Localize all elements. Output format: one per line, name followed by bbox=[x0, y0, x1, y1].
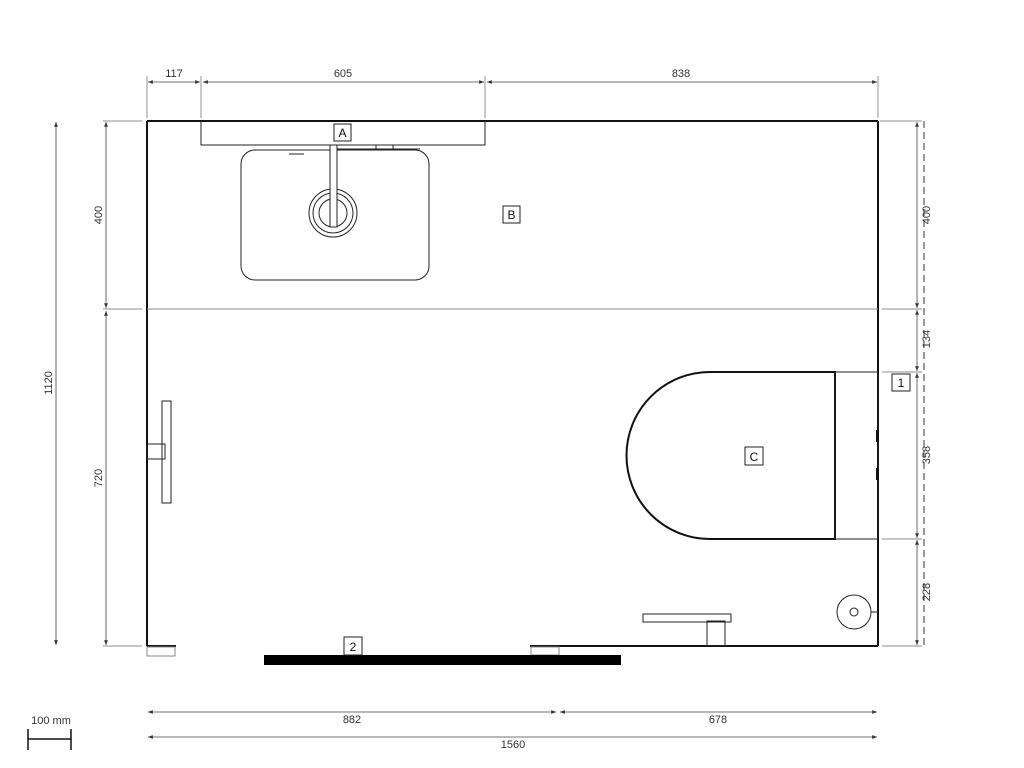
svg-text:B: B bbox=[507, 208, 515, 222]
door-leaf bbox=[264, 655, 621, 665]
svg-text:1: 1 bbox=[898, 376, 905, 390]
dim-838: 838 bbox=[672, 68, 690, 80]
svg-text:C: C bbox=[750, 450, 759, 464]
tag-vanity-zone: B bbox=[502, 205, 521, 224]
dim-720: 720 bbox=[93, 469, 105, 487]
dim-882: 882 bbox=[343, 714, 361, 726]
svg-text:A: A bbox=[338, 126, 346, 140]
towel-rail bbox=[642, 613, 732, 647]
dim-400-right: 400 bbox=[921, 206, 933, 224]
dim-134: 134 bbox=[921, 330, 933, 348]
tag-door-marker: 2 bbox=[343, 636, 363, 656]
bottom-dimensions: 882 678 1560 bbox=[148, 710, 877, 751]
tag-wc: C bbox=[744, 446, 764, 466]
tag-wall-marker: 1 bbox=[891, 373, 911, 392]
dim-1120: 1120 bbox=[43, 371, 55, 395]
wc bbox=[625, 371, 879, 540]
dim-117: 117 bbox=[165, 68, 183, 80]
room-walls bbox=[146, 120, 879, 657]
left-dimensions: 1120 400 720 bbox=[43, 120, 142, 647]
tag-vanity-top: A bbox=[333, 123, 352, 142]
basin bbox=[240, 144, 430, 281]
top-dimensions: 117 605 838 bbox=[146, 68, 879, 118]
scale-bar-label: 100 mm bbox=[31, 715, 71, 727]
dim-358: 358 bbox=[921, 446, 933, 464]
dim-228: 228 bbox=[921, 583, 933, 601]
vanity-top bbox=[200, 121, 486, 146]
scale-bar: 100 mm bbox=[27, 715, 72, 750]
dim-678: 678 bbox=[709, 714, 727, 726]
dim-1560: 1560 bbox=[501, 739, 525, 751]
toilet-roll-holder bbox=[836, 594, 878, 630]
right-dimensions: 400 134 358 228 bbox=[880, 120, 933, 647]
left-wall-fixture bbox=[146, 400, 172, 504]
dim-605: 605 bbox=[334, 68, 352, 80]
svg-text:2: 2 bbox=[350, 640, 357, 654]
dim-400-left: 400 bbox=[93, 206, 105, 224]
